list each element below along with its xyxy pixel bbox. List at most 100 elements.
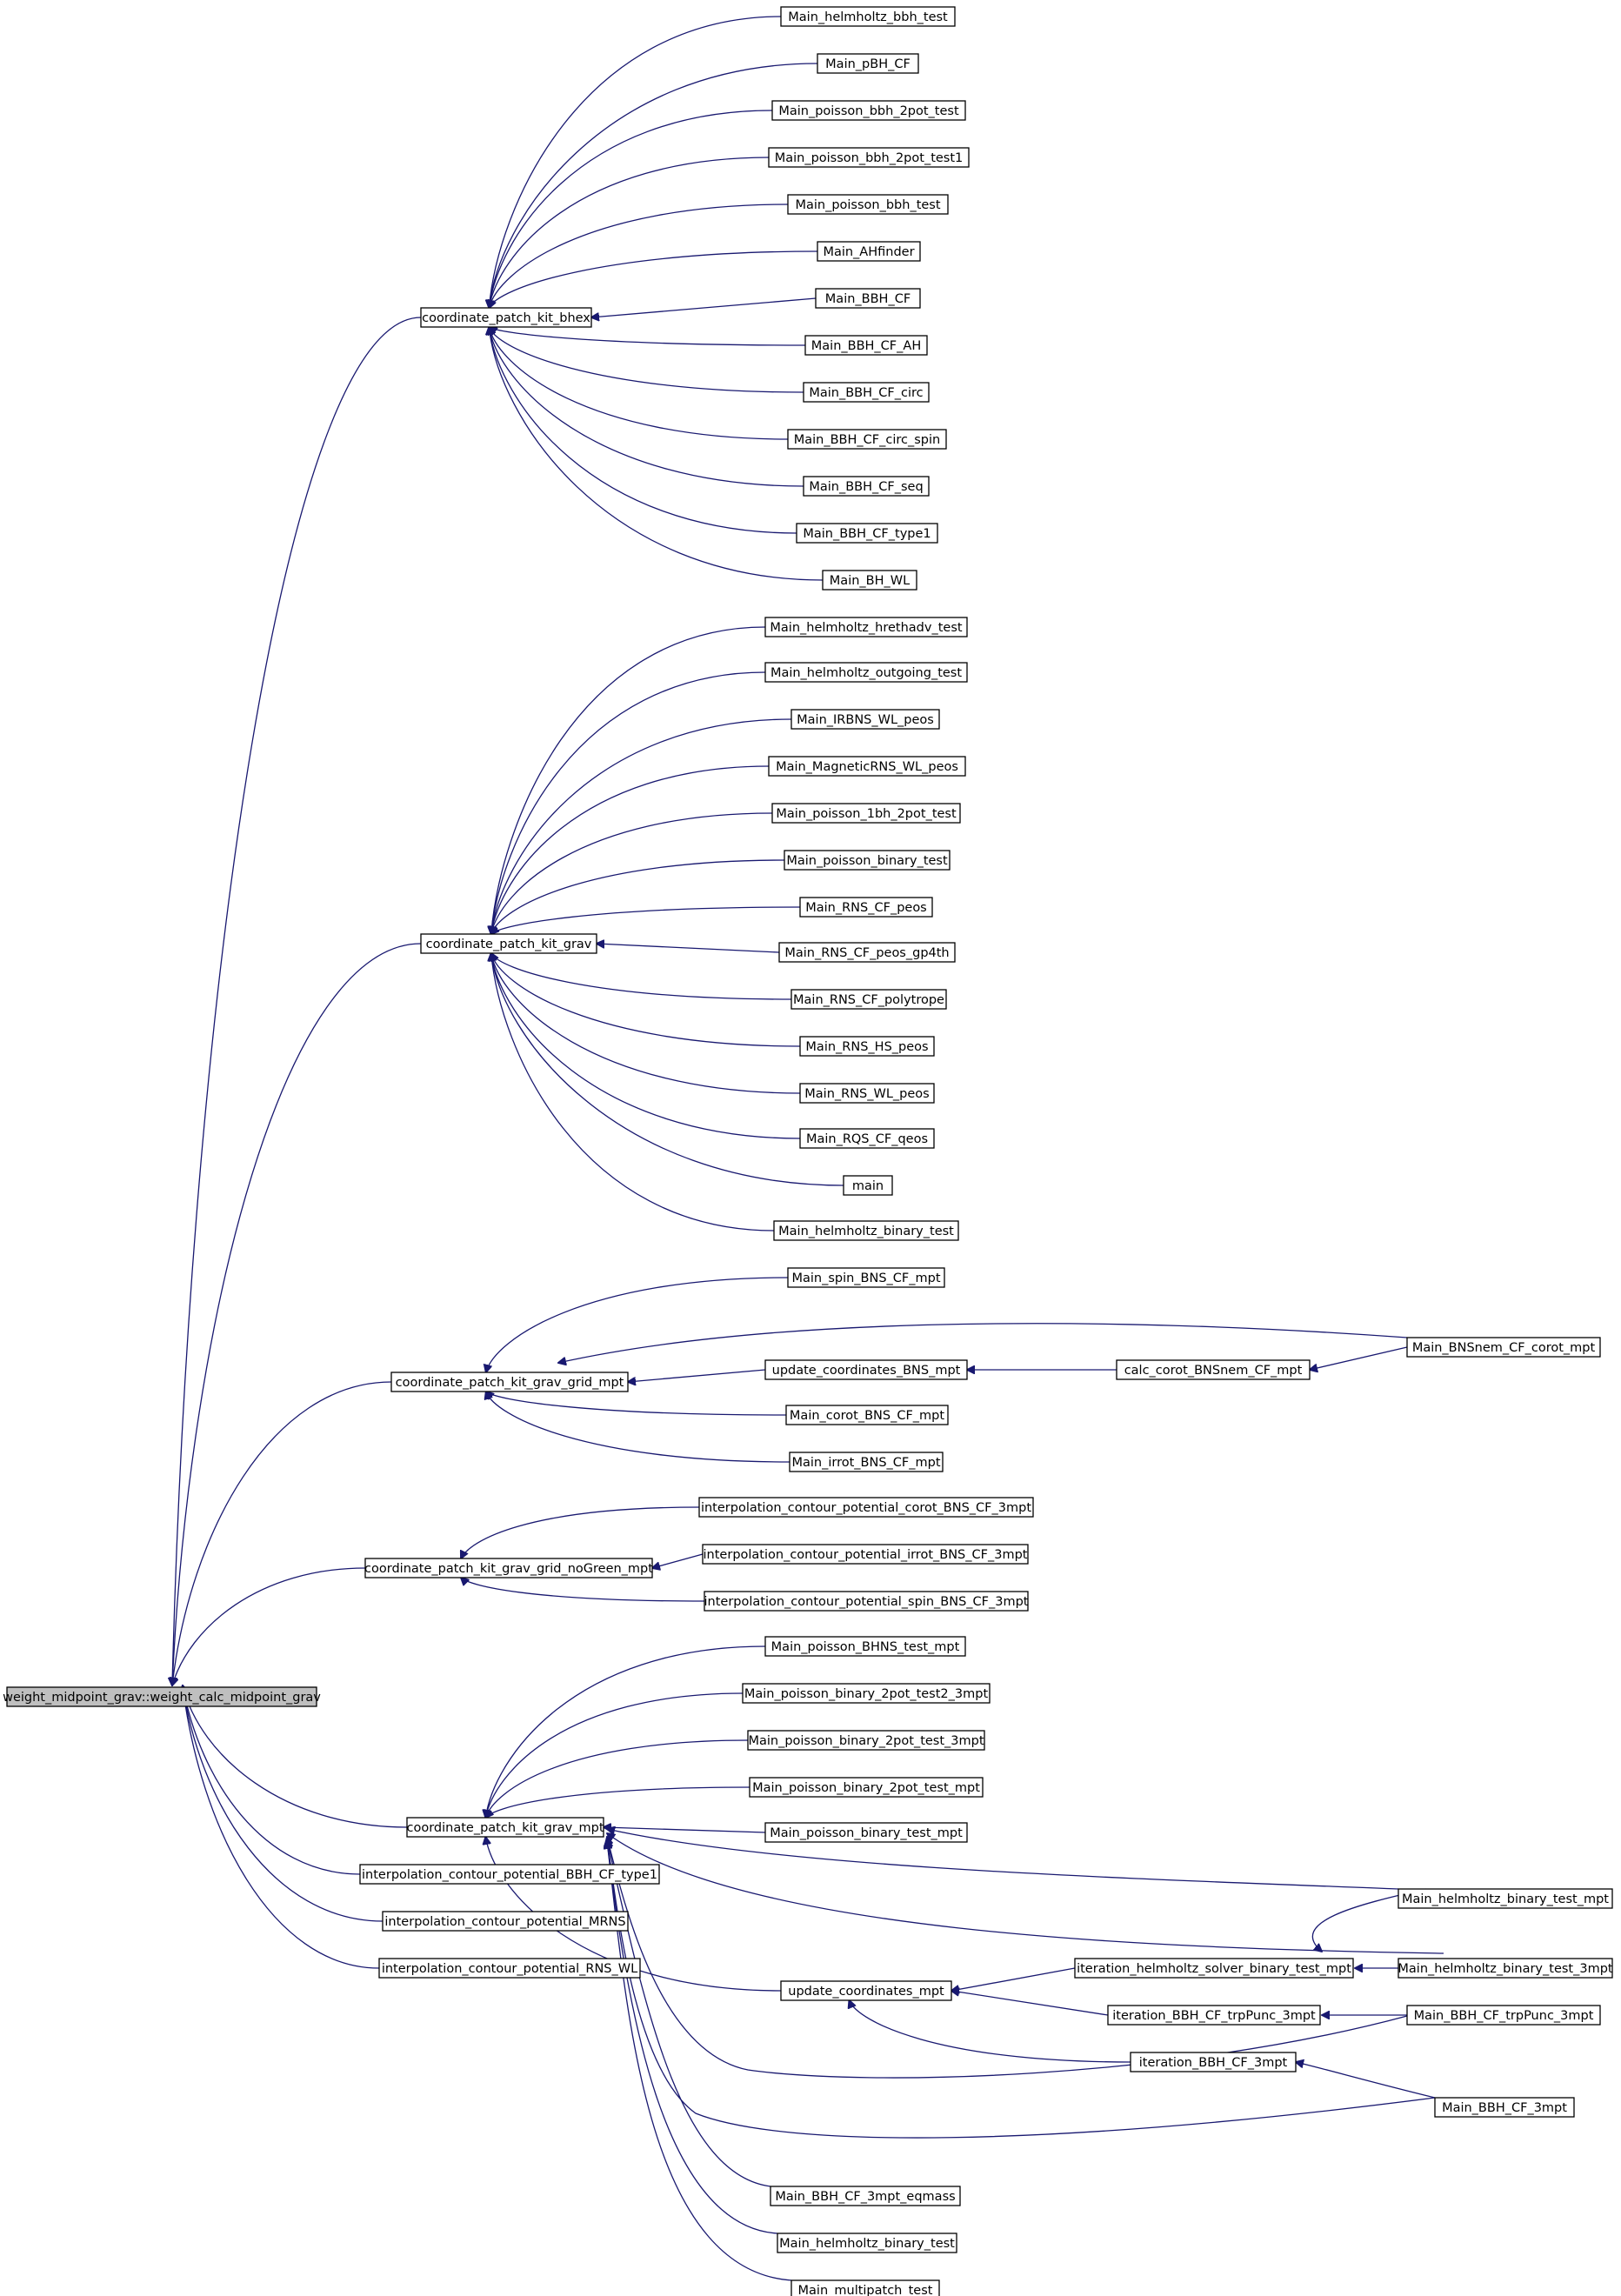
graph-node-main-irrot-bns-cf-mpt[interactable]: Main_irrot_BNS_CF_mpt xyxy=(789,1452,944,1472)
node-box[interactable] xyxy=(787,1267,945,1288)
graph-node-iteration-bbh-cf-3mpt[interactable]: iteration_BBH_CF_3mpt xyxy=(1130,2052,1297,2072)
node-box[interactable] xyxy=(843,1175,893,1196)
graph-node-main-rns-hs-peos[interactable]: Main_RNS_HS_peos xyxy=(799,1036,935,1057)
graph-node-interpolation-contour-potential-corot-bns-cf-3mpt[interactable]: interpolation_contour_potential_corot_BN… xyxy=(698,1497,1034,1518)
graph-node-main-bbh-cf-circ-spin[interactable]: Main_BBH_CF_circ_spin xyxy=(787,429,947,450)
graph-node-update-coordinates-bns-mpt[interactable]: update_coordinates_BNS_mpt xyxy=(764,1359,968,1380)
node-box[interactable] xyxy=(787,429,947,450)
node-box[interactable] xyxy=(364,1558,653,1578)
node-box[interactable] xyxy=(785,1405,949,1425)
node-box[interactable] xyxy=(773,1220,959,1241)
node-box[interactable] xyxy=(704,1591,1029,1612)
graph-node-main-helmholtz-binary-test[interactable]: Main_helmholtz_binary_test xyxy=(773,1220,959,1241)
graph-node-main-pbh-cf[interactable]: Main_pBH_CF xyxy=(817,53,919,74)
graph-node-main-bbh-cf-circ[interactable]: Main_BBH_CF_circ xyxy=(803,382,930,403)
node-box[interactable] xyxy=(1406,2005,1601,2026)
graph-node-main-ahfinder[interactable]: Main_AHfinder xyxy=(817,241,921,262)
graph-node-main-rns-cf-polytrope[interactable]: Main_RNS_CF_polytrope xyxy=(790,989,947,1010)
graph-node-main-poisson-1bh-2pot-test[interactable]: Main_poisson_1bh_2pot_test xyxy=(771,803,961,824)
graph-node-main-magneticrns-wl-peos[interactable]: Main_MagneticRNS_WL_peos xyxy=(768,756,966,777)
graph-node-main-poisson-bbh-2pot-test[interactable]: Main_poisson_bbh_2pot_test xyxy=(771,100,966,121)
node-box[interactable] xyxy=(799,1128,935,1149)
node-box[interactable] xyxy=(777,2233,957,2253)
node-box[interactable] xyxy=(815,288,921,309)
graph-node-main-bbh-cf-ah[interactable]: Main_BBH_CF_AH xyxy=(804,335,928,356)
graph-node-main-bbh-cf-type1[interactable]: Main_BBH_CF_type1 xyxy=(796,523,938,544)
node-box[interactable] xyxy=(768,756,966,777)
graph-node-main-poisson-bbh-test[interactable]: Main_poisson_bbh_test xyxy=(787,194,949,215)
graph-node-main-helmholtz-outgoing-test[interactable]: Main_helmholtz_outgoing_test xyxy=(764,662,968,683)
graph-node-main-poisson-binary-test-mpt[interactable]: Main_poisson_binary_test_mpt xyxy=(764,1822,968,1843)
graph-node-iteration-helmholtz-solver-binary-test-mpt[interactable]: iteration_helmholtz_solver_binary_test_m… xyxy=(1074,1958,1354,1979)
node-box[interactable] xyxy=(799,1083,935,1104)
graph-node-coordinate-patch-kit-bhex[interactable]: coordinate_patch_kit_bhex xyxy=(420,307,592,328)
graph-node-main-spin-bns-cf-mpt[interactable]: Main_spin_BNS_CF_mpt xyxy=(787,1267,945,1288)
graph-node-main-poisson-binary-test[interactable]: Main_poisson_binary_test xyxy=(784,850,951,871)
node-box[interactable] xyxy=(382,1911,629,1932)
graph-node-main-bh-wl[interactable]: Main_BH_WL xyxy=(822,570,917,591)
graph-node-interpolation-contour-potential-bbh-cf-type1[interactable]: interpolation_contour_potential_BBH_CF_t… xyxy=(359,1864,660,1885)
graph-node-interpolation-contour-potential-irrot-bns-cf-3mpt[interactable]: interpolation_contour_potential_irrot_BN… xyxy=(702,1544,1029,1565)
graph-node-main-corot-bns-cf-mpt[interactable]: Main_corot_BNS_CF_mpt xyxy=(785,1405,949,1425)
graph-node-main-rns-cf-peos-gp4th[interactable]: Main_RNS_CF_peos_gp4th xyxy=(778,942,956,963)
graph-node-main-bnsnem-cf-corot-mpt[interactable]: Main_BNSnem_CF_corot_mpt xyxy=(1406,1337,1601,1358)
node-box[interactable] xyxy=(1398,1958,1613,1979)
node-box[interactable] xyxy=(359,1864,660,1885)
graph-node-main-helmholtz-binary-test-mpt[interactable]: Main_helmholtz_binary_test_mpt xyxy=(1398,1888,1613,1909)
node-box[interactable] xyxy=(822,570,917,591)
node-box[interactable] xyxy=(780,1980,952,2001)
node-box[interactable] xyxy=(747,1730,985,1751)
node-box[interactable] xyxy=(1074,1958,1354,1979)
graph-node-coordinate-patch-kit-grav-mpt[interactable]: coordinate_patch_kit_grav_mpt xyxy=(406,1817,604,1838)
graph-node-main-helmholtz-binary-test-3mpt[interactable]: Main_helmholtz_binary_test_3mpt xyxy=(1398,1958,1613,1979)
node-box[interactable] xyxy=(790,709,940,730)
graph-node-main-poisson-bhns-test-mpt[interactable]: Main_poisson_BHNS_test_mpt xyxy=(764,1636,966,1657)
node-box[interactable] xyxy=(771,100,966,121)
graph-node-main-helmholtz-hrethadv-test[interactable]: Main_helmholtz_hrethadv_test xyxy=(764,617,968,637)
node-box[interactable] xyxy=(817,241,921,262)
node-box[interactable] xyxy=(780,6,956,27)
graph-node-main-poisson-binary-2pot-test2-3mpt[interactable]: Main_poisson_binary_2pot_test2_3mpt xyxy=(742,1683,991,1704)
node-box[interactable] xyxy=(770,2186,961,2206)
node-box[interactable] xyxy=(768,147,970,168)
node-box[interactable] xyxy=(406,1817,604,1838)
node-box[interactable] xyxy=(1130,2052,1297,2072)
node-box[interactable] xyxy=(803,382,930,403)
graph-node-coordinate-patch-kit-grav-grid-mpt[interactable]: coordinate_patch_kit_grav_grid_mpt xyxy=(390,1372,629,1392)
graph-node-main-rqs-cf-qeos[interactable]: Main_RQS_CF_qeos xyxy=(799,1128,935,1149)
node-box[interactable] xyxy=(1107,2005,1321,2026)
graph-node-coordinate-patch-kit-grav[interactable]: coordinate_patch_kit_grav xyxy=(420,933,597,954)
node-box[interactable] xyxy=(817,53,919,74)
node-box[interactable] xyxy=(787,194,949,215)
graph-node-main-multipatch-test[interactable]: Main_multipatch_test xyxy=(790,2279,940,2296)
node-box[interactable] xyxy=(1434,2097,1575,2118)
graph-node-main-bbh-cf[interactable]: Main_BBH_CF xyxy=(815,288,921,309)
graph-node-main-helmholtz-bbh-test[interactable]: Main_helmholtz_bbh_test xyxy=(780,6,956,27)
graph-node-interpolation-contour-potential-rns-wl[interactable]: interpolation_contour_potential_RNS_WL xyxy=(378,1958,641,1979)
node-box[interactable] xyxy=(1398,1888,1613,1909)
node-box[interactable] xyxy=(749,1777,984,1798)
graph-node-main-bbh-cf-trppunc-3mpt[interactable]: Main_BBH_CF_trpPunc_3mpt xyxy=(1406,2005,1601,2026)
graph-node-coordinate-patch-kit-grav-grid-nogreen-mpt[interactable]: coordinate_patch_kit_grav_grid_noGreen_m… xyxy=(364,1558,653,1578)
graph-node-weight-midpoint-grav-weight-calc-midpoint-grav[interactable]: weight_midpoint_grav::weight_calc_midpoi… xyxy=(3,1686,321,1707)
node-box[interactable] xyxy=(803,476,930,497)
graph-node-main-bbh-cf-3mpt[interactable]: Main_BBH_CF_3mpt xyxy=(1434,2097,1575,2118)
graph-node-main-rns-wl-peos[interactable]: Main_RNS_WL_peos xyxy=(799,1083,935,1104)
graph-node-main-bbh-cf-seq[interactable]: Main_BBH_CF_seq xyxy=(803,476,930,497)
node-box[interactable] xyxy=(1116,1359,1311,1380)
node-box[interactable] xyxy=(784,850,951,871)
graph-node-main-bbh-cf-3mpt-eqmass[interactable]: Main_BBH_CF_3mpt_eqmass xyxy=(770,2186,961,2206)
graph-node-main-poisson-binary-2pot-test-3mpt[interactable]: Main_poisson_binary_2pot_test_3mpt xyxy=(747,1730,985,1751)
graph-node-main-poisson-binary-2pot-test-mpt[interactable]: Main_poisson_binary_2pot_test_mpt xyxy=(749,1777,984,1798)
graph-node-interpolation-contour-potential-mrns[interactable]: interpolation_contour_potential_MRNS xyxy=(382,1911,629,1932)
graph-node-iteration-bbh-cf-trppunc-3mpt[interactable]: iteration_BBH_CF_trpPunc_3mpt xyxy=(1107,2005,1321,2026)
node-box[interactable] xyxy=(390,1372,629,1392)
node-box[interactable] xyxy=(764,1636,966,1657)
node-box[interactable] xyxy=(790,989,947,1010)
node-box[interactable] xyxy=(378,1958,641,1979)
graph-node-main-rns-cf-peos[interactable]: Main_RNS_CF_peos xyxy=(799,897,933,918)
node-box[interactable] xyxy=(420,933,597,954)
node-box[interactable] xyxy=(764,1359,968,1380)
node-box[interactable] xyxy=(702,1544,1029,1565)
graph-node-main[interactable]: main xyxy=(843,1175,893,1196)
